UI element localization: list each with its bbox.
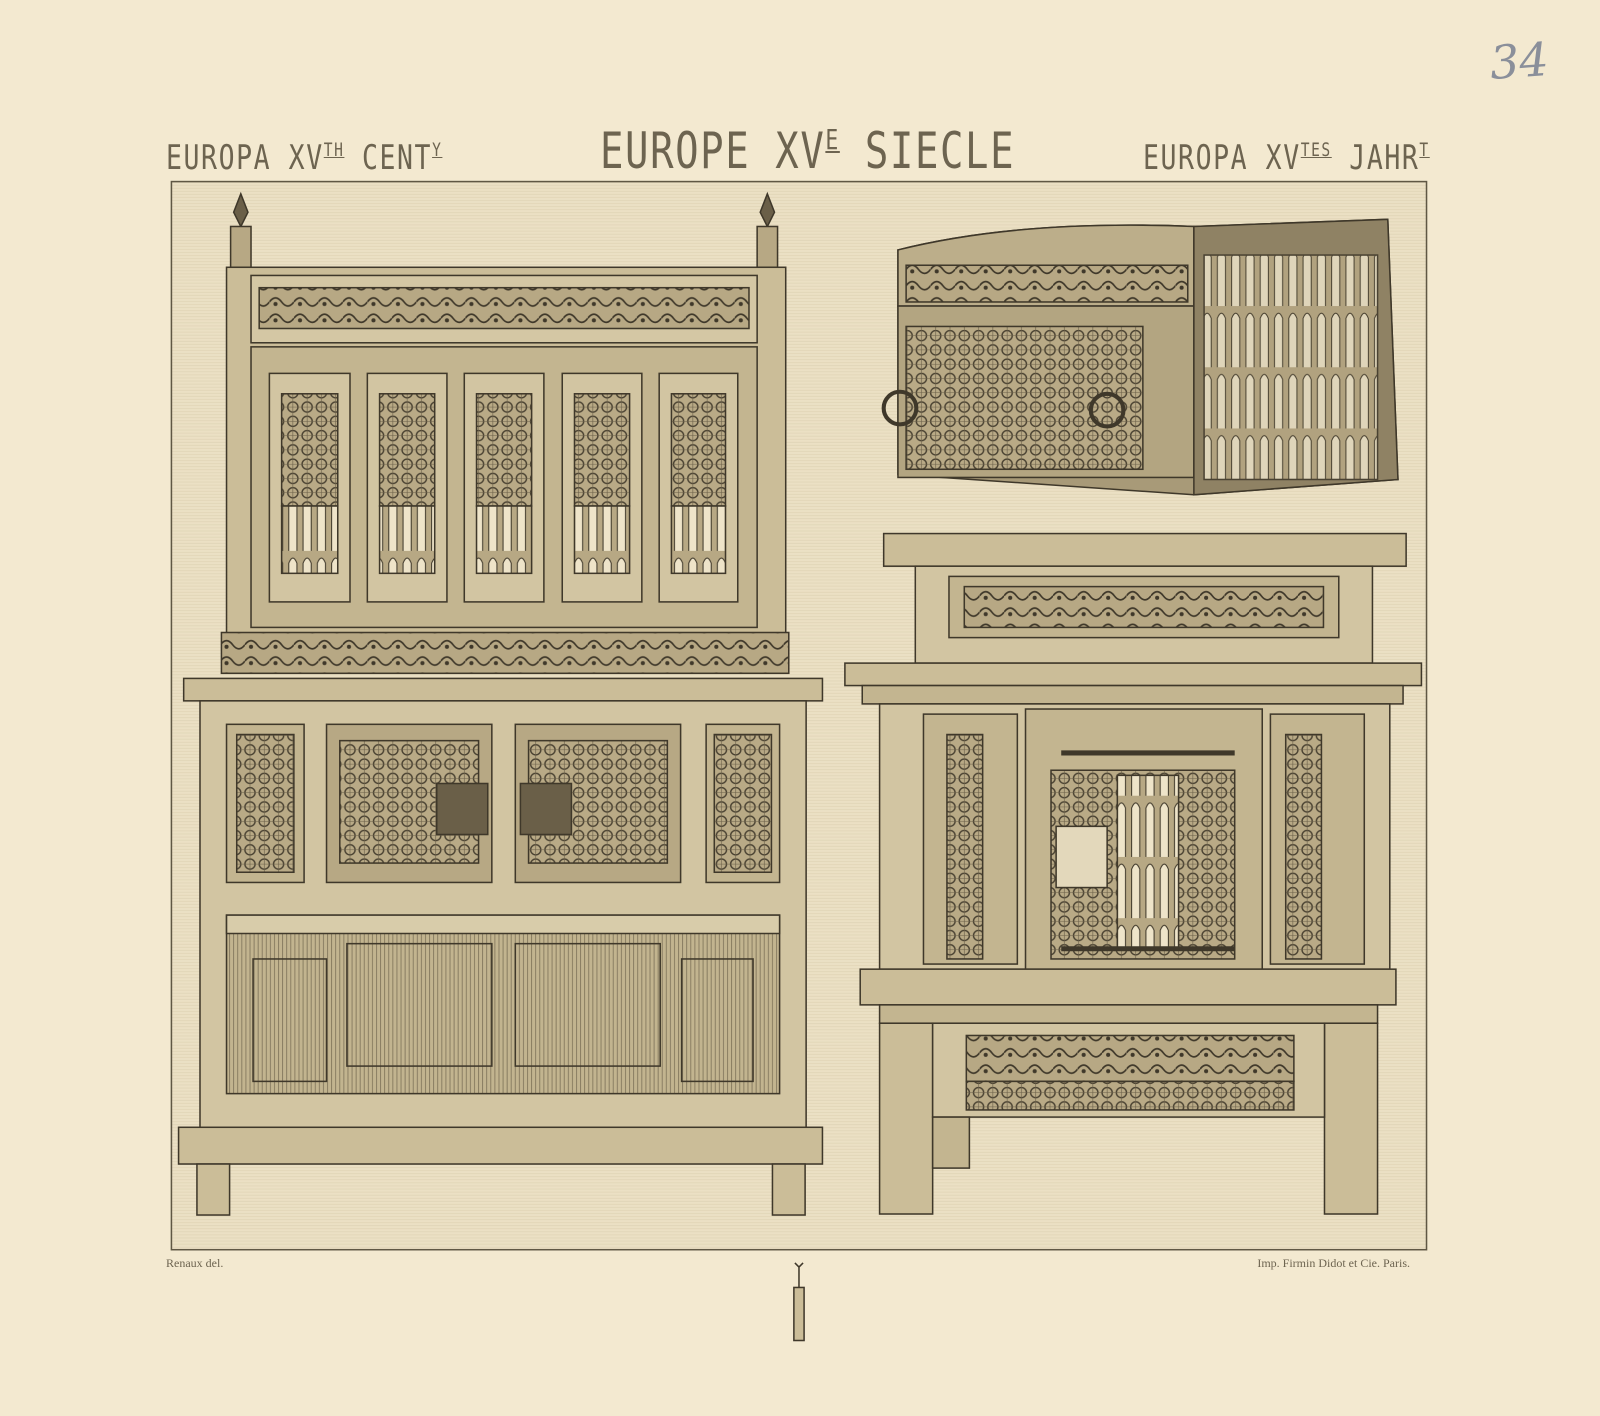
- printer-mark-icon: [793, 1262, 805, 1342]
- title-german-main: EUROPA XV: [1143, 138, 1301, 178]
- gothic-credence: [844, 532, 1423, 1215]
- title-french: EUROPE XVE SIECLE: [600, 122, 1015, 180]
- carved-casket: [881, 218, 1399, 496]
- artist-credit: Renaux del.: [166, 1256, 224, 1270]
- title-french-rest: SIECLE: [839, 122, 1016, 180]
- title-german-sup: TES: [1300, 140, 1332, 161]
- title-english: EUROPA XVTH CENTY: [166, 138, 442, 178]
- gothic-dresser: [177, 191, 824, 1216]
- title-english-main: EUROPA XV: [166, 138, 324, 178]
- title-english-sup2: Y: [432, 140, 443, 161]
- title-german-rest: JAHR: [1331, 138, 1420, 178]
- printer-credit: Imp. Firmin Didot et Cie. Paris.: [1257, 1256, 1410, 1270]
- title-english-sup: TH: [323, 140, 345, 161]
- page-number: 34: [1488, 32, 1551, 90]
- title-german: EUROPA XVTES JAHRT: [1143, 138, 1430, 178]
- title-french-sup: E: [825, 124, 840, 156]
- title-english-rest: CENT: [344, 138, 433, 178]
- title-french-main: EUROPE XV: [600, 122, 826, 180]
- title-german-sup2: T: [1419, 140, 1430, 161]
